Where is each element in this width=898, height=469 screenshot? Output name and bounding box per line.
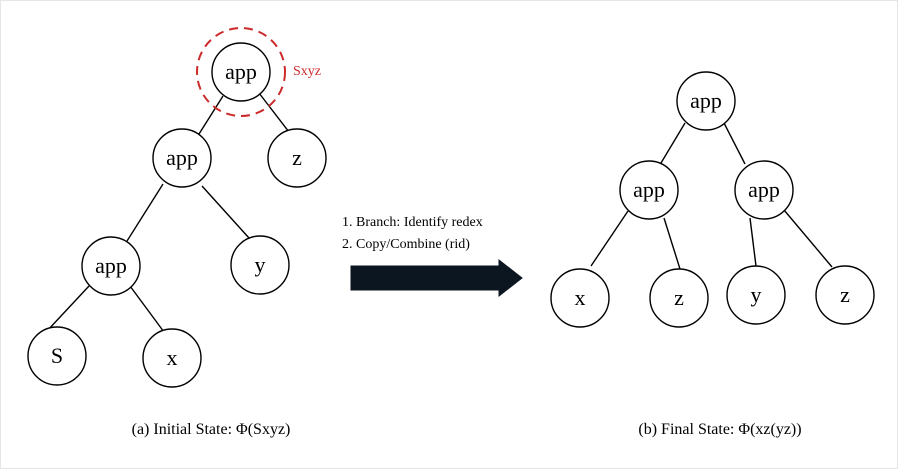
left-edge-root-app2 [198, 95, 224, 135]
right-z-node-2: z [815, 265, 875, 325]
left-edge-app2-y [201, 185, 250, 239]
node-label: app [690, 88, 722, 113]
right-edge-appr-z [783, 209, 833, 268]
right-caption: (b) Final State: Φ(xz(yz)) [638, 421, 801, 438]
step-1-text: 1. Branch: Identify redex [342, 215, 483, 230]
right-app-right-node: app [734, 160, 794, 220]
left-y-node: y [230, 235, 290, 295]
node-label: z [674, 285, 684, 310]
left-edge-app2-app3 [126, 183, 164, 242]
redex-highlight-ring [196, 27, 286, 117]
left-root-node: app [211, 42, 271, 102]
left-edge-app3-x [129, 285, 165, 333]
right-edge-appl-z [663, 217, 681, 270]
redex-label: Sxyz [293, 64, 321, 79]
node-label: y [751, 282, 762, 307]
node-label: S [51, 343, 63, 368]
node-label: app [748, 177, 780, 202]
left-caption: (a) Initial State: Φ(Sxyz) [132, 421, 291, 438]
left-z-node: z [267, 128, 327, 188]
transition-arrow-icon [350, 258, 523, 298]
left-edge-app3-s [46, 285, 90, 332]
node-label: app [166, 145, 198, 170]
right-app-left-node: app [619, 160, 679, 220]
node-label: x [167, 345, 178, 370]
left-s-node: S [27, 326, 87, 386]
node-label: app [225, 59, 257, 84]
right-edge-root-app-right [723, 122, 746, 165]
left-edge-root-z [258, 92, 290, 133]
right-edge-appl-x [590, 210, 629, 267]
node-label: app [95, 253, 127, 278]
node-label: y [255, 252, 266, 277]
right-edge-root-app-left [660, 122, 686, 164]
right-edge-appr-y [749, 217, 757, 267]
right-root-node: app [676, 71, 736, 131]
left-app-node-2: app [152, 128, 212, 188]
node-label: app [633, 177, 665, 202]
node-label: z [292, 145, 302, 170]
node-label: x [575, 285, 586, 310]
left-x-node: x [142, 328, 202, 388]
right-x-node: x [550, 268, 610, 328]
right-z-node-1: z [649, 268, 709, 328]
left-app-node-3: app [81, 236, 141, 296]
node-label: z [840, 282, 850, 307]
left-tree-edges [46, 92, 290, 333]
right-y-node: y [726, 265, 786, 325]
right-tree-edges [590, 122, 833, 270]
step-2-text: 2. Copy/Combine (rid) [342, 237, 470, 252]
